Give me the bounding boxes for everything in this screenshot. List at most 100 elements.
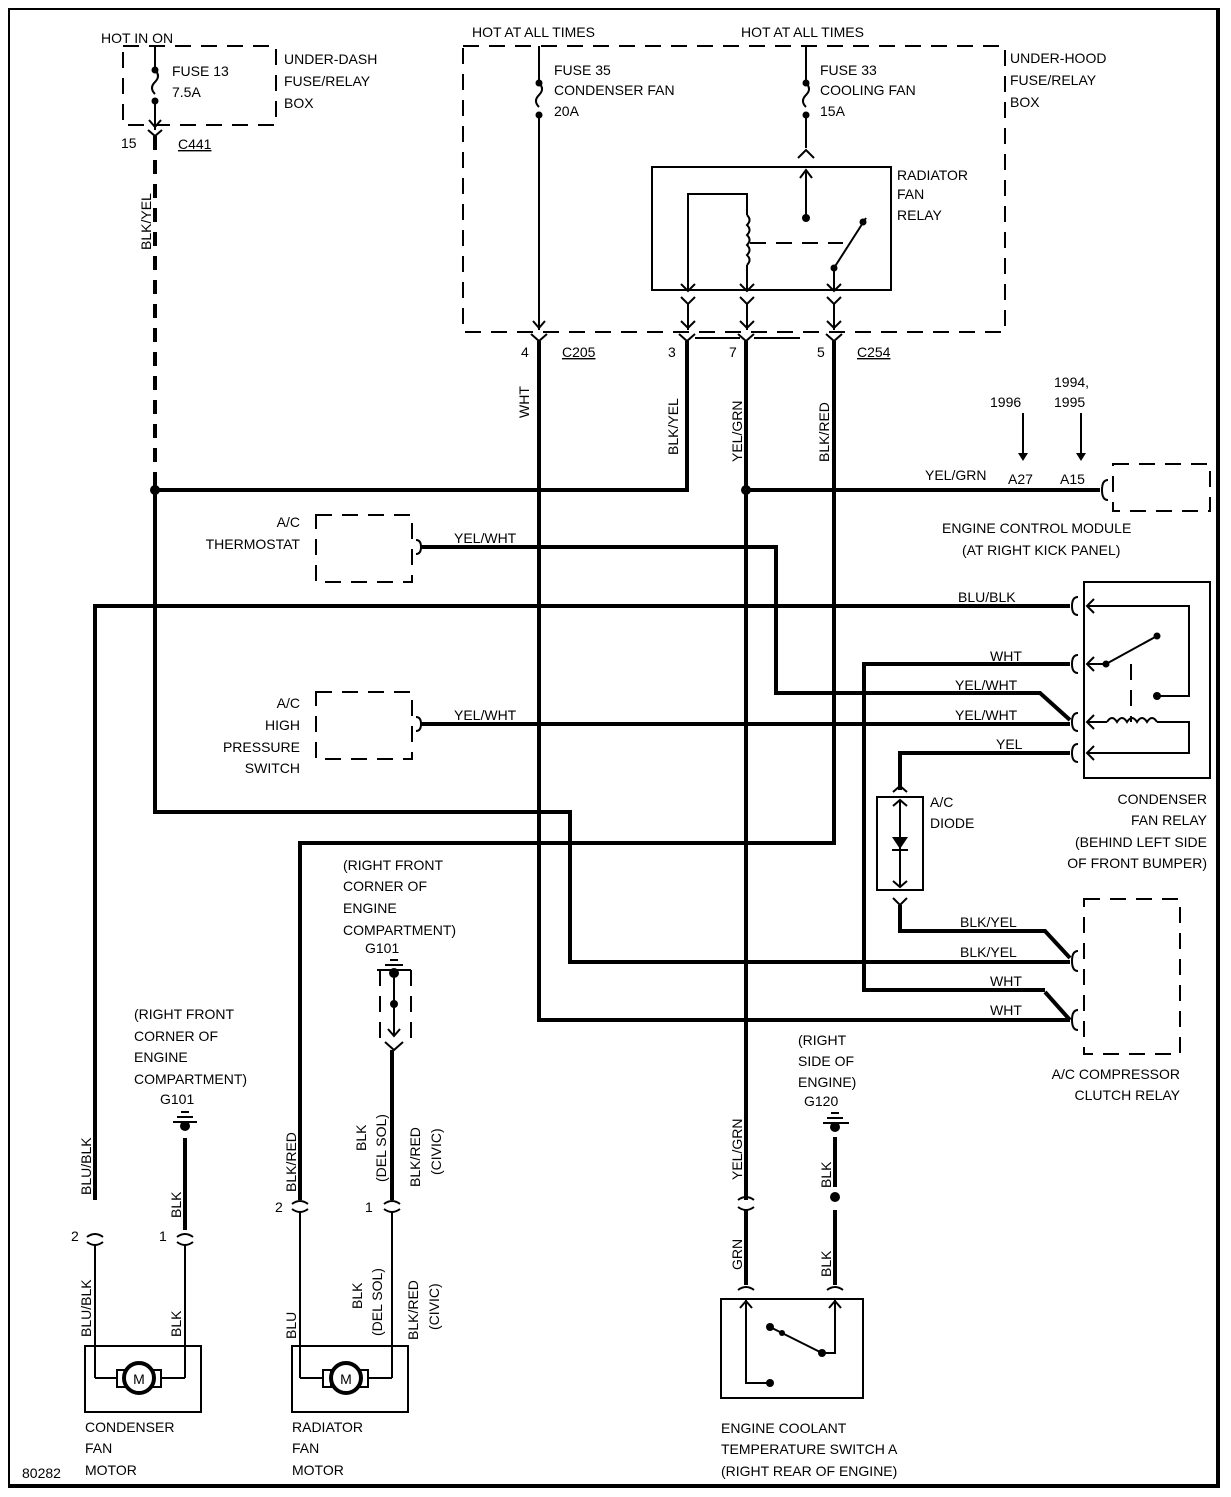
under-hood-box-outline <box>462 45 1006 333</box>
condenser-relay-outline <box>1083 581 1211 779</box>
ac-high-pressure-switch: A/C HIGH PRESSURE SWITCH <box>223 691 423 776</box>
cfm-wire-lower-right: BLK <box>168 1310 184 1337</box>
g101b-loc-2: CORNER OF <box>343 878 427 894</box>
rfm-title-3: MOTOR <box>292 1462 344 1478</box>
relay-coil-icon <box>745 214 751 266</box>
ac-diode-outline <box>876 796 924 891</box>
rfm-wire-upper-right-a2: (DEL SOL) <box>373 1114 389 1182</box>
g120-name: G120 <box>804 1093 838 1109</box>
engine-coolant-temp-switch: YEL/GRN GRN ENGINE COOLANT TEMPERATURE S… <box>720 1119 898 1479</box>
ecm-year-1996: 1996 <box>990 394 1021 410</box>
wire-label-blk-yel-2: BLK/YEL <box>665 398 681 455</box>
rfm-pin-1: 1 <box>365 1199 373 1215</box>
ac-thermostat: A/C THERMOSTAT <box>206 514 423 583</box>
g101b-name: G101 <box>365 940 399 956</box>
condenser-relay-title-2: FAN RELAY <box>1131 812 1208 828</box>
ground-g101-condenser: (RIGHT FRONT CORNER OF ENGINE COMPARTMEN… <box>134 1006 247 1230</box>
wire-label-wht-clutch-1: WHT <box>990 973 1022 989</box>
wire-label-blk-yel-clutch-2: BLK/YEL <box>960 944 1017 960</box>
radiator-fan-relay-outline <box>651 166 892 291</box>
motor-icon <box>329 1361 363 1395</box>
under-hood-title-2: FUSE/RELAY <box>1010 72 1097 88</box>
cfm-title-1: CONDENSER <box>85 1419 174 1435</box>
ecm-title: ENGINE CONTROL MODULE <box>942 520 1131 536</box>
fuse-13-icon <box>151 69 159 95</box>
ecm-pin-a27: A27 <box>1008 471 1033 487</box>
fuse-35-desc: CONDENSER FAN <box>554 82 675 98</box>
pin-15-label: 15 <box>121 135 137 151</box>
clutch-relay-title-2: CLUTCH RELAY <box>1074 1087 1180 1103</box>
under-dash-box-outline <box>122 45 277 126</box>
wire-label-blu-blk: BLU/BLK <box>958 589 1016 605</box>
ect-title-2: TEMPERATURE SWITCH A <box>721 1441 898 1457</box>
g120-wire-lower: BLK <box>818 1250 834 1277</box>
wire-label-yel: YEL <box>996 736 1023 752</box>
wire-label-yel-wht-1: YEL/WHT <box>955 677 1018 693</box>
hot-at-all-times-label-2: HOT AT ALL TIMES <box>741 24 864 40</box>
engine-control-module: 1996 1994, 1995 YEL/GRN A27 A15 ENGINE C… <box>925 374 1211 558</box>
under-hood-title-3: BOX <box>1010 94 1040 110</box>
ecm-outline <box>1112 463 1211 512</box>
fuse-35-icon <box>535 82 543 108</box>
pin-7-label: 7 <box>729 344 737 360</box>
rfm-motor-symbol: M <box>340 1371 352 1387</box>
wire-label-yel-wht-thermostat: YEL/WHT <box>454 530 517 546</box>
rfm-wire-lower-right-a1: BLK <box>349 1282 365 1309</box>
ac-diode: A/C DIODE <box>876 784 974 907</box>
relay-contact <box>802 214 810 222</box>
condenser-relay-title-3: (BEHIND LEFT SIDE <box>1075 834 1207 850</box>
g101b-loc-1: (RIGHT FRONT <box>343 857 444 873</box>
cfm-pin-2: 2 <box>71 1228 79 1244</box>
ac-diode-label-1: A/C <box>930 794 953 810</box>
ect-wire-lower: GRN <box>729 1239 745 1270</box>
ac-thermostat-outline <box>315 514 413 583</box>
wire-label-blk-yel-clutch-1: BLK/YEL <box>960 914 1017 930</box>
wire-wht-relay-to-clutch <box>862 662 1070 992</box>
wire-blk-yel-c205-3 <box>155 341 689 492</box>
g101a-loc-4: COMPARTMENT) <box>134 1071 247 1087</box>
ect-title-1: ENGINE COOLANT <box>721 1420 847 1436</box>
ecm-year-1995: 1995 <box>1054 394 1085 410</box>
cfm-motor-symbol: M <box>133 1371 145 1387</box>
wire-yel-wht-thermostat <box>420 545 1072 722</box>
rfm-wire-lower-right-a2: (DEL SOL) <box>369 1268 385 1336</box>
wire-label-wht-relay: WHT <box>990 648 1022 664</box>
clutch-relay-outline <box>1083 898 1181 1055</box>
radiator-relay-label-1: RADIATOR <box>897 167 968 183</box>
fuse-33-icon <box>802 82 810 108</box>
radiator-relay-label-3: RELAY <box>897 207 943 223</box>
fuse-13-rating: 7.5A <box>172 84 201 100</box>
cfm-wire-lower-left: BLU/BLK <box>78 1279 94 1337</box>
radiator-relay-label-2: FAN <box>897 186 924 202</box>
condenser-fan-motor: BLU/BLK BLK 2 1 BLU/BLK BLK M CONDENSER … <box>71 1137 202 1478</box>
g120-loc-3: ENGINE) <box>798 1074 856 1090</box>
pin-3-label: 3 <box>668 344 676 360</box>
wire-blk-red-c254-5 <box>298 341 836 1200</box>
radiator-fan-motor: BLK/RED BLK (DEL SOL) BLK/RED (CIVIC) 2 … <box>275 1114 444 1478</box>
fuse-35-name: FUSE 35 <box>554 62 611 78</box>
wire-wht-c205-4 <box>537 341 1070 1022</box>
ac-hp-label-1: A/C <box>277 695 300 711</box>
connector-c441-label: C441 <box>178 136 212 152</box>
rfm-wire-upper-right-a1: BLK <box>353 1124 369 1151</box>
ect-title-3: (RIGHT REAR OF ENGINE) <box>721 1463 897 1479</box>
g120-wire-upper: BLK <box>818 1161 834 1188</box>
relay-switch-arm <box>833 217 867 269</box>
g101a-loc-1: (RIGHT FRONT <box>134 1006 235 1022</box>
ecm-year-1994: 1994, <box>1054 374 1089 390</box>
arrow-down-icon <box>1076 453 1086 461</box>
rfm-wire-upper-right-b2: (CIVIC) <box>428 1128 444 1175</box>
g120-loc-2: SIDE OF <box>798 1053 854 1069</box>
ecm-location: (AT RIGHT KICK PANEL) <box>962 542 1120 558</box>
rfm-title-2: FAN <box>292 1440 319 1456</box>
g101b-loc-3: ENGINE <box>343 900 397 916</box>
wire-label-blk-yel: BLK/YEL <box>138 193 154 250</box>
ground-icon <box>823 1112 849 1132</box>
switch-arm-icon <box>769 1326 823 1354</box>
condenser-relay-switch-arm <box>1105 635 1158 665</box>
fuse-33-desc: COOLING FAN <box>820 82 916 98</box>
ac-hp-outline <box>315 691 413 760</box>
connector-c254-label: C254 <box>857 344 891 360</box>
ecm-connector-icon <box>1100 479 1109 501</box>
